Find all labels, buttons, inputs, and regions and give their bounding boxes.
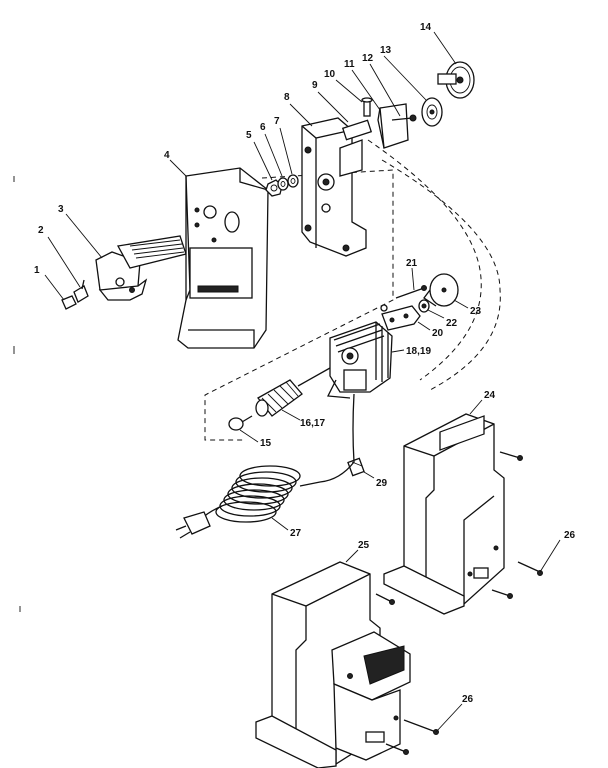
callout-10: 10	[324, 69, 336, 80]
part-20-switch-bracket	[380, 304, 431, 331]
rotor-windings	[261, 381, 299, 413]
callout-16-17: 16,17	[300, 418, 325, 429]
part-16-17-rotor	[255, 367, 331, 421]
part-3-lever-assembly	[65, 213, 210, 301]
part-21-screw	[395, 267, 427, 299]
part-27-power-cord	[175, 465, 301, 539]
part-18-19-stator	[326, 321, 405, 399]
callout-3: 3	[58, 204, 64, 215]
lever-grip-pattern	[129, 239, 185, 259]
part-1-clip	[44, 274, 77, 310]
part-22-washer	[418, 299, 445, 319]
callout-7: 7	[274, 116, 280, 127]
callout-13: 13	[380, 45, 392, 56]
callout-21: 21	[406, 258, 418, 269]
callout-26-bottom: 26	[462, 694, 474, 705]
part-4-front-panel	[169, 159, 269, 349]
part-6-washer	[264, 133, 289, 191]
callout-11: 11	[344, 59, 355, 70]
callout-1: 1	[34, 265, 40, 276]
callout-29: 29	[376, 478, 388, 489]
callout-5: 5	[246, 130, 252, 141]
callout-9: 9	[312, 80, 318, 91]
assembly-dashed-outline	[204, 139, 501, 441]
callout-26-right: 26	[564, 530, 576, 541]
part-12-screw	[369, 63, 417, 122]
power-plug	[175, 511, 211, 539]
callout-20: 20	[432, 328, 444, 339]
part-29-strain-relief	[347, 457, 375, 479]
callout-6: 6	[260, 122, 266, 133]
part-24-housing	[383, 399, 505, 615]
callout-27: 27	[290, 528, 302, 539]
callout-4: 4	[164, 150, 170, 161]
callout-25: 25	[358, 540, 370, 551]
callout-2: 2	[38, 225, 44, 236]
part-9-gear-shaft	[317, 91, 373, 141]
part-2-lever	[47, 236, 89, 303]
housing-25-screws	[375, 593, 463, 755]
housing-25-front-cover	[331, 631, 411, 761]
callout-labels: 1 2 3 4 5 6 7 8 9 10 11 12 13 14 15 16,1…	[34, 22, 576, 705]
part-23-disc	[423, 273, 469, 309]
callout-14: 14	[420, 22, 432, 33]
callout-23: 23	[470, 306, 482, 317]
scan-marks	[13, 176, 21, 612]
callout-12: 12	[362, 53, 374, 64]
housing-24-screws	[491, 451, 561, 599]
stator-laminations	[333, 322, 389, 382]
callout-18-19: 18,19	[406, 346, 431, 357]
part-10-pin	[335, 79, 373, 117]
callout-8: 8	[284, 92, 290, 103]
part-7-washer	[279, 127, 299, 188]
part-11-bracket	[351, 69, 409, 149]
part-14-cutting-wheel	[433, 31, 475, 99]
part-13-disc	[383, 55, 443, 127]
callout-22: 22	[446, 318, 458, 329]
motor-lead-wire	[299, 393, 355, 487]
callout-15: 15	[260, 438, 272, 449]
part-15-end-cap	[228, 415, 259, 443]
part-8-gear-housing	[289, 103, 367, 257]
callout-24: 24	[484, 390, 496, 401]
